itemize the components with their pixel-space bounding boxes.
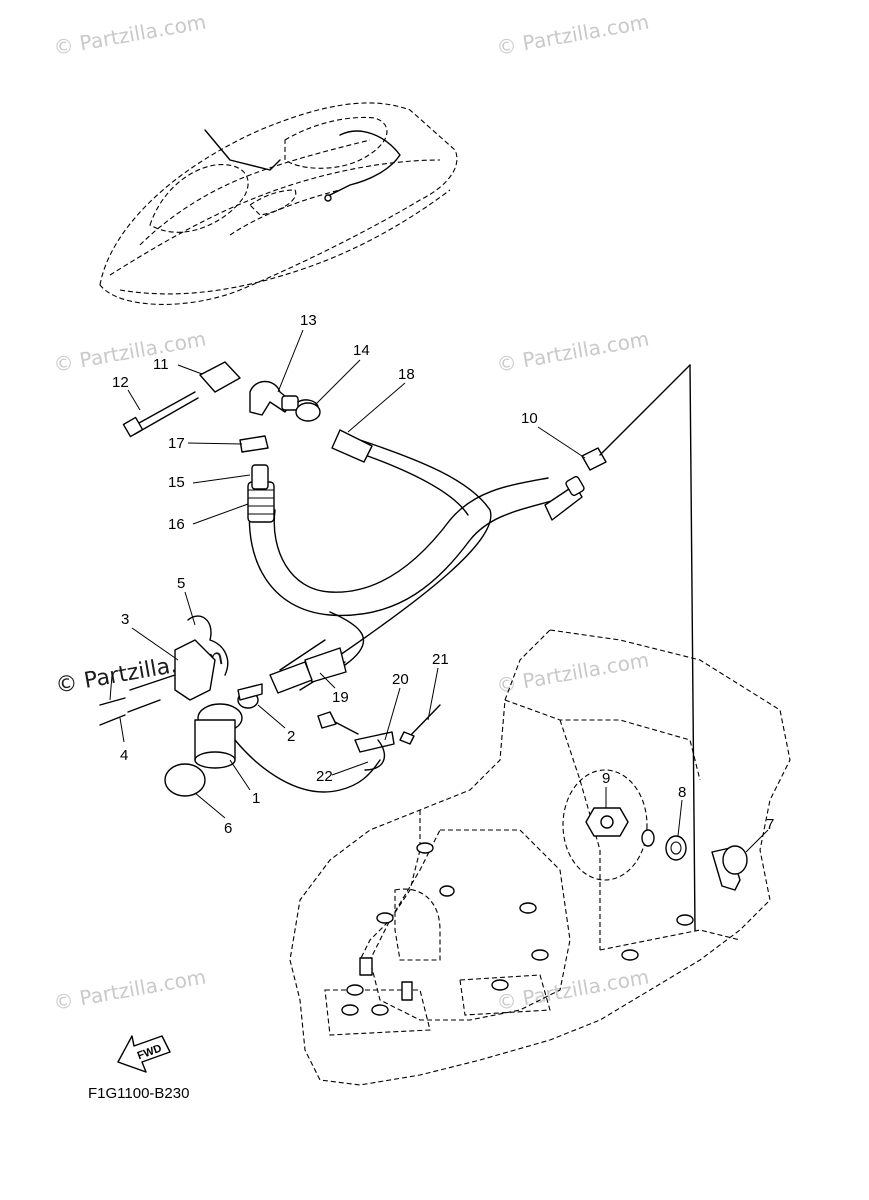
- watermark: © Partzilla.com: [495, 647, 651, 697]
- callout-6: 6: [224, 820, 232, 837]
- diagram-code: F1G1100-B230: [88, 1085, 189, 1102]
- callout-3: 3: [121, 611, 129, 628]
- fwd-arrow-icon: FWD: [117, 1035, 171, 1073]
- callout-11: 11: [153, 356, 169, 373]
- callout-19: 19: [332, 689, 349, 706]
- callout-16: 16: [168, 516, 185, 533]
- callout-21: 21: [432, 651, 449, 668]
- callout-4: 4: [120, 747, 128, 764]
- watercraft-illustration: [99, 102, 458, 305]
- callout-15: 15: [168, 474, 185, 491]
- hull-illustration: [289, 629, 791, 1086]
- callout-14: 14: [353, 342, 370, 359]
- small-parts: [99, 361, 748, 931]
- watermark: © Partzilla.com: [52, 964, 208, 1014]
- callout-13: 13: [300, 312, 317, 329]
- watermark: © Partzilla.com: [52, 9, 208, 59]
- callout-9: 9: [602, 770, 610, 787]
- bilge-hose: [247, 429, 585, 694]
- callout-1: 1: [252, 790, 260, 807]
- watermark: © Partzilla.com: [52, 326, 208, 376]
- callout-20: 20: [392, 671, 409, 688]
- callout-10: 10: [521, 410, 538, 427]
- callout-8: 8: [678, 784, 686, 801]
- callout-7: 7: [766, 816, 774, 833]
- callout-labels: 1 2 3 4 5 6 7 8 9 10 11 12 13 14 15 16 1…: [112, 312, 774, 837]
- callout-2: 2: [287, 728, 295, 745]
- callout-18: 18: [398, 366, 415, 383]
- callout-12: 12: [112, 374, 129, 391]
- leader-lines: [109, 329, 769, 853]
- callout-17: 17: [168, 435, 185, 452]
- watermark: © Partzilla.com: [495, 326, 651, 376]
- callout-22: 22: [316, 768, 333, 785]
- callout-5: 5: [177, 575, 185, 592]
- watermark: © Partzilla.com: [495, 9, 651, 59]
- watermark: © Partzilla.com: [495, 964, 651, 1014]
